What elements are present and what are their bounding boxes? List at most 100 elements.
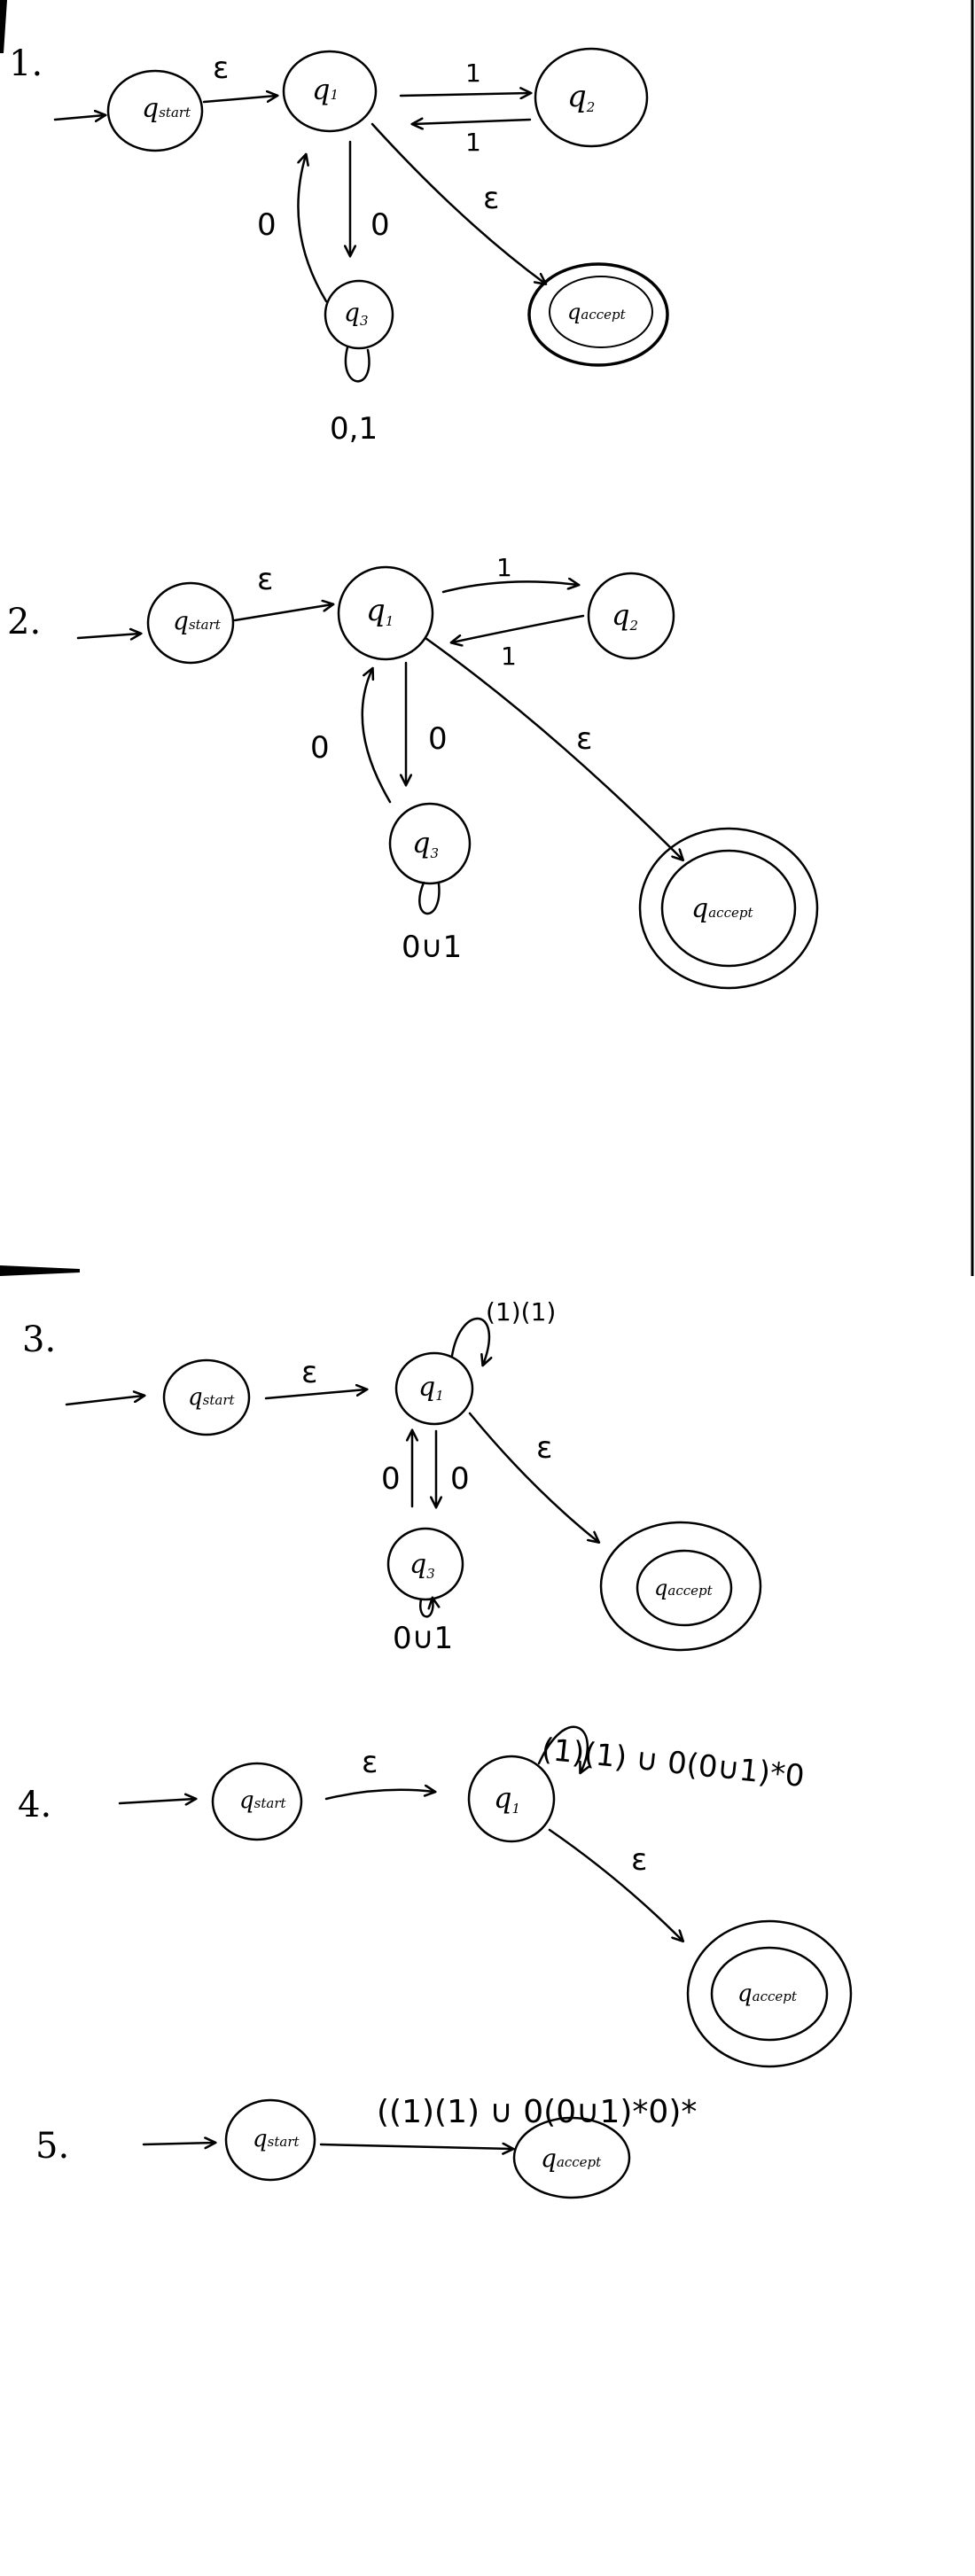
state-label: q	[173, 606, 189, 635]
state-q1: q1	[394, 1351, 474, 1426]
state-label: q	[344, 298, 360, 327]
svg-text:q1: q1	[366, 593, 394, 629]
transition-label: ε	[301, 1355, 317, 1390]
state-label: q	[142, 93, 159, 124]
svg-text:qaccept: qaccept	[737, 1981, 798, 2007]
svg-text:qaccept: qaccept	[691, 893, 753, 924]
state-subscript: start	[254, 1795, 287, 1811]
svg-text:q3: q3	[410, 1549, 435, 1582]
transition-q1-q2	[399, 93, 530, 96]
transition-start-q1	[233, 604, 332, 622]
start-arrow	[53, 115, 105, 120]
state-start: qstart	[162, 1358, 251, 1436]
transition-label: 0∪1	[393, 1621, 453, 1656]
svg-text:qaccept: qaccept	[567, 300, 627, 324]
transition-q3-loop	[344, 346, 370, 383]
svg-text:q1: q1	[418, 1372, 444, 1404]
svg-text:qstart: qstart	[239, 1787, 286, 1814]
state-label: q	[541, 2144, 557, 2173]
transition-label: ((1)(1) ∪ 0(0∪1)*0)*	[377, 2094, 697, 2130]
state-q3: q3	[388, 802, 472, 885]
transition-label: 1	[465, 128, 481, 157]
transition-label: 0	[450, 1461, 470, 1497]
diagram-2: 2. qstart ε q1 1 1 q2 ε qaccept 0	[7, 553, 819, 990]
transition-label: 0∪1	[402, 930, 462, 965]
page-separator-mark	[0, 1265, 80, 1276]
state-label: q	[239, 1787, 254, 1814]
transition-q3-loop	[419, 1599, 433, 1618]
state-subscript: 2	[628, 618, 638, 634]
transition-q1-accept	[370, 122, 545, 284]
transition-label: ε	[257, 562, 273, 597]
transition-start-q1	[202, 96, 277, 104]
transition-label: 0	[370, 207, 390, 243]
state-q2: q2	[534, 47, 649, 148]
transition-label: 0	[310, 730, 330, 766]
state-subscript: 1	[435, 1388, 444, 1404]
state-subscript: start	[159, 105, 191, 121]
transition-label: 1	[465, 58, 481, 88]
state-subscript: accept	[753, 1988, 798, 2004]
svg-text:q1: q1	[312, 73, 339, 106]
transition-label: 1	[501, 642, 517, 671]
state-start: qstart	[146, 581, 235, 665]
svg-text:q1: q1	[494, 1781, 520, 1817]
state-subscript: 1	[511, 1801, 520, 1817]
svg-text:q2: q2	[612, 598, 638, 634]
state-label: q	[188, 1384, 203, 1411]
transition-q1-accept	[424, 636, 682, 860]
diagram-3: 3. qstart ε q1 (1)(1) ε qaccept 0 0 q3	[22, 1297, 762, 1656]
transition-q1-q2	[441, 581, 578, 594]
svg-text:qstart: qstart	[142, 93, 191, 124]
state-subscript: start	[203, 1392, 236, 1408]
state-accept: qaccept	[686, 1919, 853, 2068]
transition-label: ε	[213, 51, 229, 86]
diagram-5: 5. qstart ((1)(1) ∪ 0(0∪1)*0)* qaccept	[35, 2094, 697, 2199]
state-label: q	[412, 826, 430, 860]
state-label: q	[567, 79, 587, 114]
transition-label: 0	[257, 207, 277, 243]
state-subscript: start	[268, 2134, 300, 2150]
diagram-number: 5.	[35, 2126, 69, 2167]
state-accept: qaccept	[527, 262, 669, 367]
state-subscript: accept	[557, 2154, 602, 2170]
transition-label: ε	[631, 1842, 647, 1878]
transition-q1-loop	[537, 1725, 588, 1772]
state-label: q	[410, 1549, 426, 1580]
transition-q2-q1	[413, 120, 532, 124]
transition-label: 0	[428, 721, 448, 757]
state-label: q	[737, 1981, 753, 2007]
transition-q3-loop	[418, 881, 441, 915]
svg-text:qstart: qstart	[253, 2126, 300, 2152]
state-q1: q1	[467, 1755, 556, 1843]
transition-label: 0,1	[330, 411, 378, 447]
state-label: q	[253, 2126, 268, 2152]
state-accept: qaccept	[638, 827, 819, 990]
diagram-number: 2.	[7, 602, 41, 642]
start-arrow	[76, 634, 140, 638]
transition-label: (1)(1) ∪ 0(0∪1)*0	[540, 1732, 806, 1794]
state-q2: q2	[587, 572, 675, 660]
svg-text:q3: q3	[344, 298, 368, 329]
transition-label: ε	[536, 1430, 552, 1466]
state-start: qstart	[106, 69, 204, 152]
svg-text:qstart: qstart	[188, 1384, 235, 1411]
state-label: q	[612, 598, 629, 632]
transition-label: 0	[381, 1461, 401, 1497]
transition-q3-q1	[298, 155, 328, 303]
state-accept: qaccept	[512, 2116, 631, 2199]
state-subscript: 2	[586, 99, 596, 115]
state-q3: q3	[324, 279, 394, 350]
state-label: q	[418, 1372, 435, 1403]
diagram-number: 4.	[18, 1785, 51, 1825]
transition-label: ε	[576, 721, 592, 757]
svg-text:q3: q3	[412, 826, 439, 861]
state-label: q	[494, 1781, 511, 1815]
transition-start-accept	[319, 2144, 512, 2149]
state-label: q	[366, 593, 386, 628]
transition-label: ε	[483, 181, 499, 216]
transition-q1-loop	[450, 1317, 489, 1365]
transition-q3-q1	[361, 669, 392, 804]
state-q1: q1	[337, 565, 434, 661]
